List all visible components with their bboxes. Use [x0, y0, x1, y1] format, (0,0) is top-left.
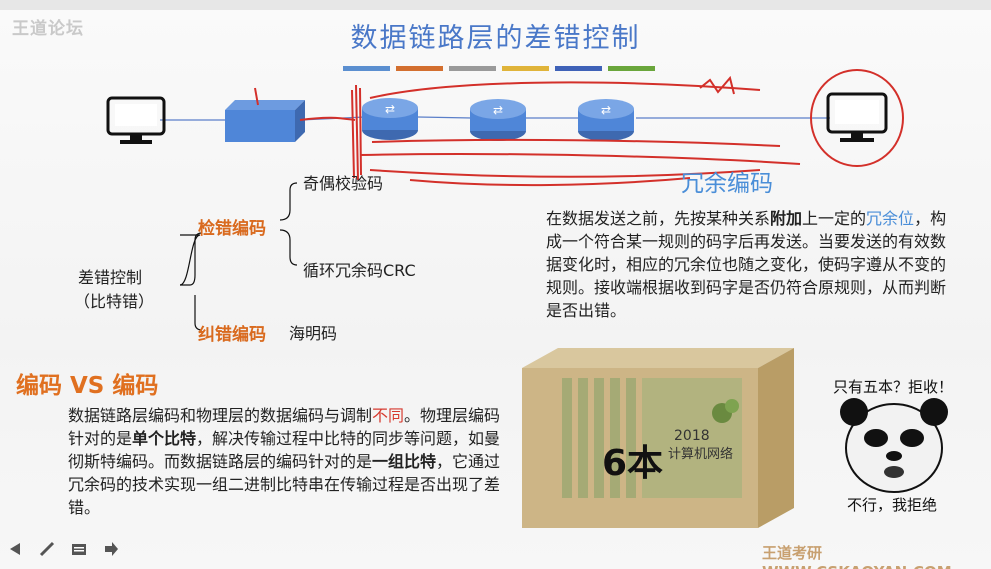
router-icon: ⇄ — [470, 99, 526, 141]
text-run-bold: 附加 — [770, 209, 803, 228]
tree-root-label: 差错控制 — [78, 268, 143, 287]
book-year: 2018 — [674, 428, 710, 444]
top-bar — [0, 0, 991, 10]
pen-icon[interactable] — [38, 540, 56, 558]
next-arrow-icon[interactable] — [102, 540, 120, 558]
text-run: ，解决传输过程中比特的同步等问题，如曼彻斯特编码。而数据链路层的编码针对的是 — [68, 429, 501, 471]
text-run-bold: 单个比特 — [132, 429, 197, 448]
error-detection-label: 检错编码 — [198, 219, 266, 239]
redundancy-heading: 冗余编码 — [681, 171, 773, 197]
svg-text:⇄: ⇄ — [385, 102, 395, 116]
left-computer-icon — [106, 96, 166, 144]
crc-label: 循环冗余码CRC — [303, 261, 416, 280]
slide-toolbar — [6, 540, 120, 558]
router-icon: ⇄ — [578, 99, 634, 141]
footer-brand: 王道考研 WWW.CSKAOYAN.COM — [762, 544, 952, 569]
redundancy-paragraph: 在数据发送之前，先按某种关系附加上一定的冗余位，构成一个符合某一规则的码字后再发… — [546, 207, 952, 322]
svg-text:⇄: ⇄ — [601, 103, 611, 117]
panda-reply: 不行，我拒绝 — [847, 496, 938, 514]
color-bar — [343, 66, 390, 71]
handwritten-annotations — [254, 69, 904, 187]
box-count-label: 6本 — [602, 443, 664, 484]
text-run: 在数据发送之前，先按某种关系 — [546, 209, 771, 228]
hamming-code-label: 海明码 — [289, 324, 338, 343]
network-diagram: ⇄ ⇄ ⇄ — [106, 69, 904, 187]
router-icon: ⇄ — [362, 98, 418, 140]
vs-paragraph: 数据链路层编码和物理层的数据编码与调制不同。物理层编码针对的是单个比特，解决传输… — [68, 404, 516, 519]
vs-heading: 编码 VS 编码 — [16, 373, 159, 399]
text-run: 上一定的 — [802, 209, 867, 228]
text-run: ，它通过冗余码的技术实现一组二进制比特串在传输过程是否出现了差错。 — [68, 452, 501, 517]
book-title: 计算机网络 — [668, 446, 733, 462]
parity-code-label: 奇偶校验码 — [303, 174, 384, 193]
tree-root-sublabel: （比特错） — [74, 292, 155, 311]
switch-icon — [225, 100, 305, 142]
color-bar — [502, 66, 549, 71]
color-bar — [555, 66, 602, 71]
panda-question: 只有五本？拒收！ — [833, 378, 954, 396]
text-run: ，构成一个符合某一规则的码字后再发送。当要发送的有效数据变化时，相应的冗余位也随… — [546, 209, 947, 320]
right-computer-icon — [826, 92, 888, 142]
watermark: 王道论坛 — [12, 19, 84, 39]
text-run-red: 不同 — [372, 406, 405, 425]
text-run: 。物理层编码针对的是 — [68, 406, 501, 448]
color-bar — [449, 66, 496, 71]
book-box: 2018 计算机网络 6本 — [522, 348, 794, 528]
previous-arrow-icon[interactable] — [6, 540, 24, 558]
color-bar — [608, 66, 655, 71]
tree-lines — [179, 182, 298, 331]
svg-text:⇄: ⇄ — [493, 103, 503, 117]
color-bars — [343, 66, 655, 71]
text-run: 数据链路层编码和物理层的数据编码与调制 — [68, 406, 373, 425]
error-correction-label: 纠错编码 — [198, 325, 266, 345]
panda-face-image — [840, 398, 948, 493]
text-run-bold: 一组比特 — [372, 452, 437, 471]
slides-icon[interactable] — [70, 540, 88, 558]
box-illustration: 2018 计算机网络 — [522, 348, 794, 528]
slide-title: 数据链路层的差错控制 — [350, 23, 641, 54]
color-bar — [396, 66, 443, 71]
text-run-blue: 冗余位 — [866, 209, 915, 228]
